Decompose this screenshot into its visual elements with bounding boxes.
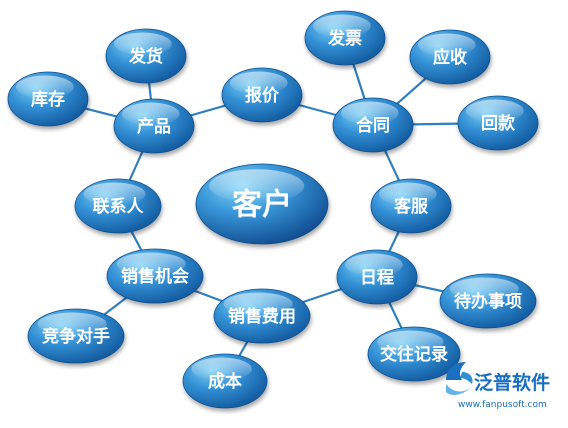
node-chengben: 成本 [182, 353, 268, 409]
node-highlight [341, 101, 399, 125]
node-highlight [449, 277, 519, 301]
node-highlight [313, 14, 371, 38]
node-label-huikuan: 回款 [481, 113, 516, 134]
node-jingzhengduishou: 竞争对手 [27, 308, 125, 364]
node-label-customer: 客户 [232, 188, 292, 223]
node-highlight [191, 357, 252, 381]
node-label-lianxiren: 联系人 [93, 197, 145, 217]
node-kucun: 库存 [7, 71, 89, 127]
node-label-xiaoshoujihui: 销售机会 [121, 266, 189, 287]
node-label-fahuo: 发货 [128, 46, 163, 67]
node-highlight [466, 99, 524, 123]
node-label-xiaoshoufeiyong: 销售费用 [228, 306, 296, 327]
node-highlight [377, 330, 444, 354]
node-label-daibanshixiang: 待办事项 [454, 291, 522, 312]
node-xiaoshoufeiyong: 销售费用 [213, 288, 311, 344]
node-yingshou: 应收 [409, 29, 491, 85]
brand-name: 泛普软件 [474, 371, 550, 394]
node-highlight [37, 312, 107, 336]
node-highlight [83, 182, 146, 206]
node-label-baojia: 报价 [245, 85, 280, 106]
node-label-yingshou: 应收 [433, 47, 467, 68]
brand-url: www.fanpusoft.com [458, 400, 547, 410]
node-highlight [209, 169, 305, 203]
node-highlight [122, 102, 180, 126]
node-highlight [229, 71, 288, 95]
node-highlight [16, 75, 74, 99]
node-fahuo: 发货 [105, 28, 187, 84]
node-chanpin: 产品 [113, 98, 195, 154]
brand-logo: 泛普软件 www.fanpusoft.com [446, 362, 550, 410]
node-label-chengben: 成本 [208, 371, 242, 392]
node-huikuan: 回款 [457, 95, 539, 151]
node-label-richeng: 日程 [360, 268, 394, 288]
node-label-hetong: 合同 [356, 115, 390, 136]
node-xiaoshoujihui: 销售机会 [106, 248, 204, 304]
node-label-jingzhengduishou: 竞争对手 [42, 326, 110, 347]
node-highlight [379, 182, 437, 206]
node-baojia: 报价 [221, 67, 303, 123]
node-highlight [116, 252, 186, 276]
node-label-jiaowangjilu: 交往记录 [380, 344, 448, 365]
node-customer: 客户 [195, 163, 329, 245]
node-jiaowangjilu: 交往记录 [367, 326, 461, 382]
node-highlight [114, 32, 172, 56]
node-highlight [345, 253, 403, 277]
node-label-chanpin: 产品 [137, 116, 171, 137]
node-kefu: 客服 [370, 178, 452, 234]
node-fapiao: 发票 [304, 10, 386, 66]
node-highlight [418, 33, 476, 57]
node-label-kucun: 库存 [31, 89, 65, 110]
node-daibanshixiang: 待办事项 [439, 273, 537, 329]
node-richeng: 日程 [336, 249, 418, 305]
node-hetong: 合同 [332, 97, 414, 153]
brand-mark-icon [446, 362, 473, 395]
node-lianxiren: 联系人 [74, 178, 162, 234]
node-highlight [223, 292, 293, 316]
node-label-fapiao: 发票 [327, 28, 362, 49]
node-label-kefu: 客服 [393, 196, 429, 217]
